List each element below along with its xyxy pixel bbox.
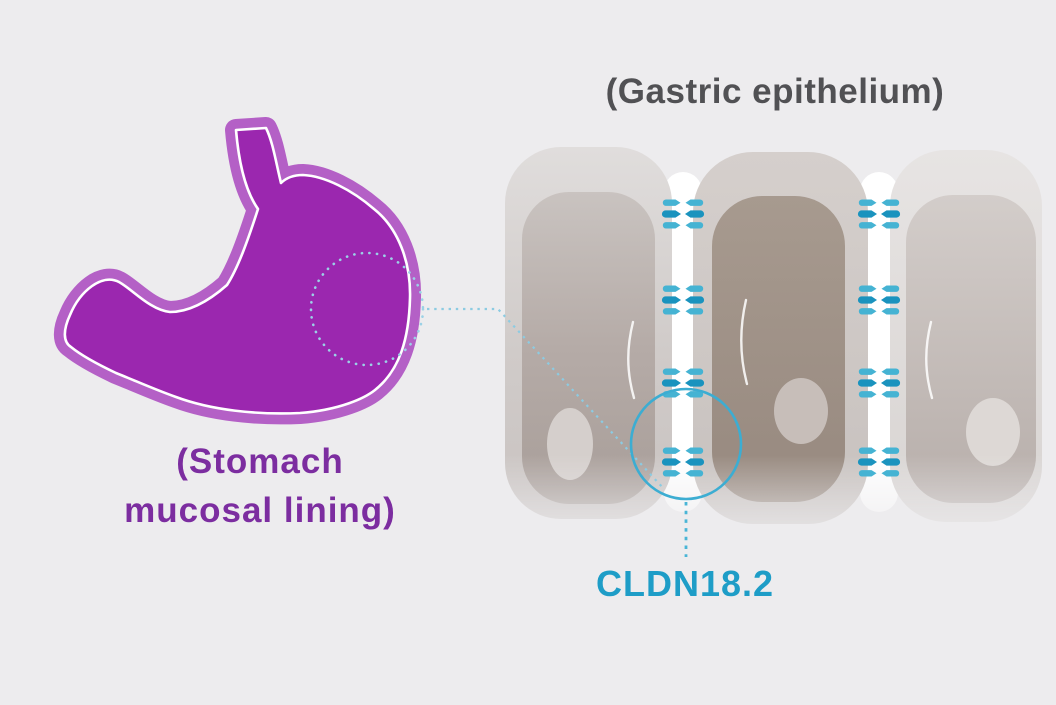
cell-nucleus — [966, 398, 1020, 466]
intercellular-channel — [664, 172, 702, 512]
cell-nucleus — [774, 378, 828, 444]
stomach-icon — [53, 117, 422, 425]
cell-shine — [740, 298, 749, 386]
highlight-circle-icon — [629, 387, 743, 501]
epithelium-cells — [505, 147, 1042, 524]
magnifier-circle-icon — [309, 251, 425, 367]
stomach-label-line1: (Stomach — [176, 442, 344, 481]
cell-shine — [627, 320, 636, 400]
intercellular-channel — [860, 172, 898, 512]
epithelial-cell-left — [505, 147, 672, 519]
gastric-epithelium-title: (Gastric epithelium) — [605, 72, 945, 111]
cell-nucleus — [547, 408, 593, 480]
connector-line-icon — [427, 307, 665, 490]
epithelial-cell-middle — [693, 152, 868, 524]
epithelial-cell-right — [890, 150, 1042, 522]
stomach-label: (Stomach mucosal lining) — [100, 437, 420, 535]
stomach-label-line2: mucosal lining) — [124, 491, 396, 530]
cell-shine — [925, 320, 934, 400]
cldn-label: CLDN18.2 — [595, 563, 775, 604]
